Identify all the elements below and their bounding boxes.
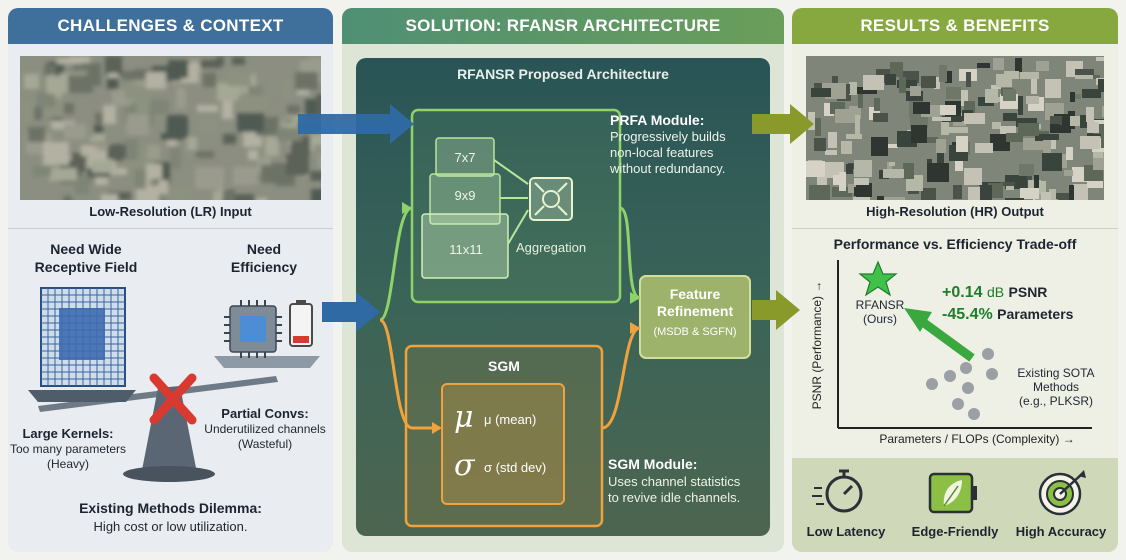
sgm-title: SGM Module: <box>608 456 698 472</box>
feature-refinement-label: Feature Refinement <box>656 286 734 319</box>
kernel-11x11-label: 11x11 <box>449 242 483 257</box>
need-wide-label: Need Wide Receptive Field <box>34 241 138 275</box>
sota-point <box>926 378 938 390</box>
sota-label: Existing SOTA Methods (e.g., PLKSR) <box>1017 366 1095 408</box>
psnr-gain-value: +0.14 <box>942 284 983 301</box>
benefit-low-latency: Low Latency <box>806 524 886 539</box>
architecture-diagram <box>379 108 751 528</box>
chip-icon <box>224 300 282 358</box>
results-panel: RESULTS & BENEFITS High-Resolution (HR) … <box>792 8 1118 552</box>
challenges-panel: CHALLENGES & CONTEXT Low-Resolution (LR)… <box>8 8 333 552</box>
left-to-architecture-arrow <box>322 292 380 332</box>
lr-to-prfa-arrow <box>298 104 414 144</box>
prfa-title: PRFA Module: <box>610 112 705 128</box>
param-gain-word: Parameters <box>997 306 1074 322</box>
challenges-header: CHALLENGES & CONTEXT <box>8 8 333 44</box>
x-axis-label: Parameters / FLOPs (Complexity) → <box>879 432 1075 446</box>
kernel-stack <box>421 137 509 279</box>
sota-point <box>944 370 956 382</box>
prfa-desc: Progressively builds non-local features … <box>610 129 726 176</box>
red-cross-icon <box>149 373 197 425</box>
sota-points <box>926 348 998 420</box>
feature-refinement-sub: (MSDB & SGFN) <box>653 326 737 338</box>
rfansr-star-icon <box>858 260 898 297</box>
improvement-arrow-icon <box>917 316 975 362</box>
lr-caption: Low-Resolution (LR) Input <box>89 204 252 219</box>
left-divider <box>8 228 333 229</box>
psnr-gain-line: +0.14 dB PSNR <box>942 284 1047 302</box>
sota-point <box>962 382 974 394</box>
benefits-strip: Low Latency Edge-Friendly High Accuracy <box>792 458 1118 552</box>
sota-point <box>982 348 994 360</box>
solution-header: SOLUTION: RFANSR ARCHITECTURE <box>342 8 784 44</box>
benefit-edge-friendly: Edge-Friendly <box>911 524 999 539</box>
stopwatch-icon <box>812 469 863 513</box>
solution-panel: SOLUTION: RFANSR ARCHITECTURE RFANSR Pro… <box>342 8 784 552</box>
mu-label: μ (mean) <box>484 412 537 427</box>
need-efficiency-label: Need Efficiency <box>230 241 298 275</box>
sota-point <box>960 362 972 374</box>
psnr-gain-word: PSNR <box>1008 284 1048 300</box>
rfansr-label: RFANSR (Ours) <box>855 298 905 326</box>
sigma-label: σ (std dev) <box>484 460 547 475</box>
results-header: RESULTS & BENEFITS <box>792 8 1118 44</box>
prfa-to-hr-arrow <box>752 104 814 144</box>
target-icon <box>1038 470 1086 516</box>
large-kernels-title: Large Kernels: <box>22 426 114 441</box>
aggregation-icon <box>529 177 573 221</box>
hr-caption: High-Resolution (HR) Output <box>866 204 1044 219</box>
sota-point <box>952 398 964 410</box>
battery-low-icon <box>289 300 313 347</box>
architecture-title: RFANSR Proposed Architecture <box>457 66 669 82</box>
dilemma-title: Existing Methods Dilemma: <box>79 500 262 516</box>
psnr-gain-unit: dB <box>986 284 1005 300</box>
sigma-symbol: σ <box>454 448 475 483</box>
tradeoff-plot <box>837 260 1092 429</box>
balance-scale-graphic <box>28 287 320 482</box>
lr-input-image <box>20 56 321 200</box>
kernel-9x9-label: 9x9 <box>454 188 476 203</box>
tradeoff-title: Performance vs. Efficiency Trade-off <box>833 236 1077 252</box>
partial-convs-desc: Underutilized channels (Wasteful) <box>204 422 326 451</box>
dilemma-desc: High cost or low utilization. <box>93 519 248 534</box>
hr-output-image <box>806 56 1104 200</box>
sgm-label: SGM <box>488 358 520 374</box>
sgm-desc: Uses channel statistics to revive idle c… <box>608 474 741 505</box>
benefit-high-accuracy: High Accuracy <box>1015 524 1107 539</box>
aggregation-label: Aggregation <box>515 240 587 255</box>
large-kernel-grid-icon <box>40 287 126 387</box>
param-gain-value: -45.4% <box>942 306 993 323</box>
eco-battery-icon <box>928 472 977 514</box>
sota-point <box>968 408 980 420</box>
large-kernels-desc: Too many parameters (Heavy) <box>9 442 127 471</box>
param-gain-line: -45.4% Parameters <box>942 306 1073 324</box>
refinement-to-results-arrow <box>752 290 800 330</box>
kernel-7x7-label: 7x7 <box>454 150 476 165</box>
partial-convs-title: Partial Convs: <box>221 406 309 421</box>
sota-point <box>986 368 998 380</box>
right-divider <box>792 228 1118 229</box>
mu-symbol: μ <box>454 400 474 435</box>
